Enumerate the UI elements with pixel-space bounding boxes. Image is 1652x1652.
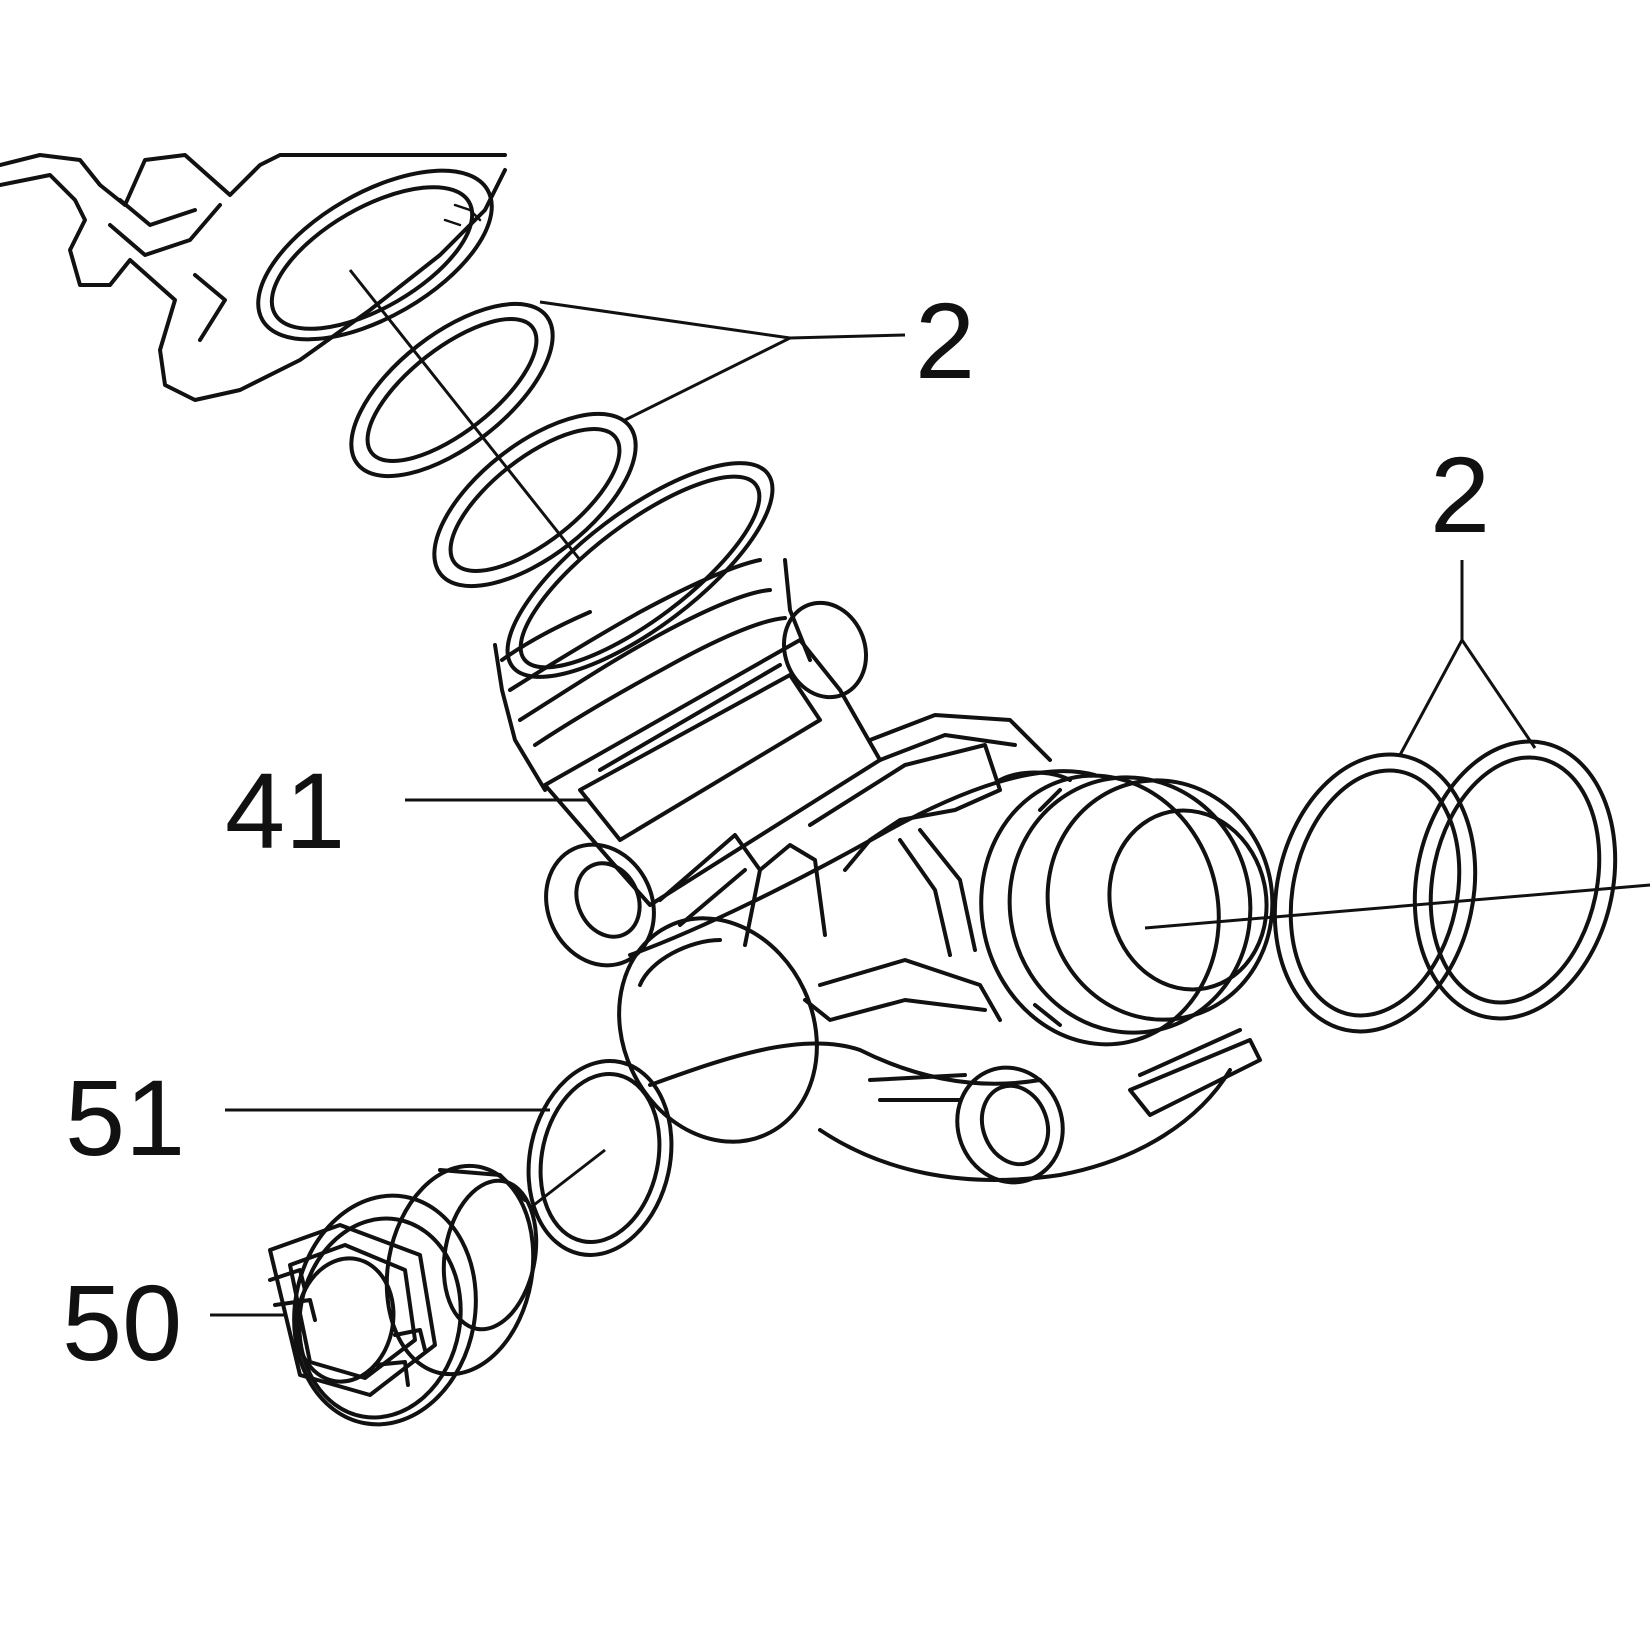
housing-flange <box>0 153 507 402</box>
leader-2-right-b <box>1460 639 1537 749</box>
o-ring-small <box>526 1059 674 1257</box>
o-ring-upper-1 <box>349 301 555 479</box>
o-ring-upper-2 <box>432 411 638 589</box>
leader-2-top <box>539 300 906 340</box>
leader-2-top-b <box>624 336 791 422</box>
callout-41: 41 <box>225 750 345 871</box>
axis-line-upper <box>348 269 582 561</box>
axis-line-right <box>1144 883 1651 930</box>
callout-2-top: 2 <box>915 280 975 401</box>
leader-lines <box>210 269 1651 1317</box>
o-ring-right-2 <box>1412 739 1618 1021</box>
callout-51: 51 <box>65 1057 185 1178</box>
callout-2-right: 2 <box>1430 434 1490 555</box>
o-ring-right-1 <box>1272 752 1478 1034</box>
callout-50: 50 <box>62 1262 182 1383</box>
valve-body <box>493 461 1275 1185</box>
plug-fitting <box>268 1163 539 1427</box>
axis-line-lower <box>529 1148 606 1210</box>
leader-2-right-a <box>1398 639 1464 756</box>
